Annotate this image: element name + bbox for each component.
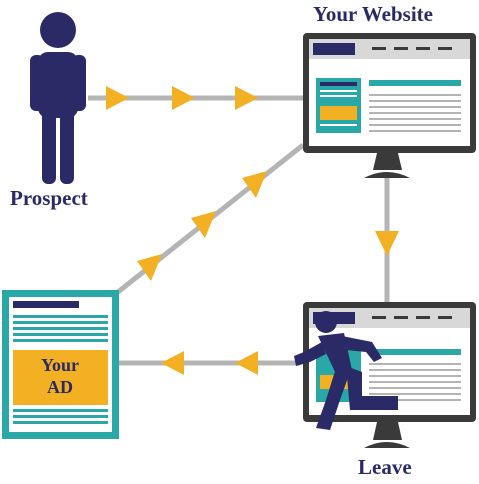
- arrow-right-3: [235, 86, 258, 110]
- arrows-right: [106, 86, 258, 110]
- person-icon: [30, 12, 86, 184]
- ad-text-line1: Your: [40, 355, 79, 375]
- arrow-diag-1: [242, 171, 267, 198]
- ad-text-line2: AD: [47, 377, 73, 397]
- arrow-down-1: [375, 231, 399, 256]
- arrow-down: [375, 231, 399, 256]
- arrows-diagonal: [137, 171, 267, 281]
- running-person-icon: [294, 311, 398, 430]
- ad-highlight-box: [13, 350, 108, 405]
- arrow-right-2: [172, 86, 195, 110]
- leave-label: Leave: [358, 455, 412, 479]
- ad-text: Your AD: [14, 354, 106, 402]
- website-monitor: [303, 33, 476, 178]
- arrow-left-1: [235, 351, 258, 375]
- prospect-label: Prospect: [10, 186, 88, 210]
- arrow-diag-2: [191, 211, 216, 238]
- arrow-left-2: [161, 351, 184, 375]
- website-label: Your Website: [313, 2, 433, 26]
- ad-card: [2, 290, 119, 439]
- arrow-diag-3: [137, 254, 162, 281]
- arrow-right-1: [106, 86, 129, 110]
- arrows-left: [161, 351, 258, 375]
